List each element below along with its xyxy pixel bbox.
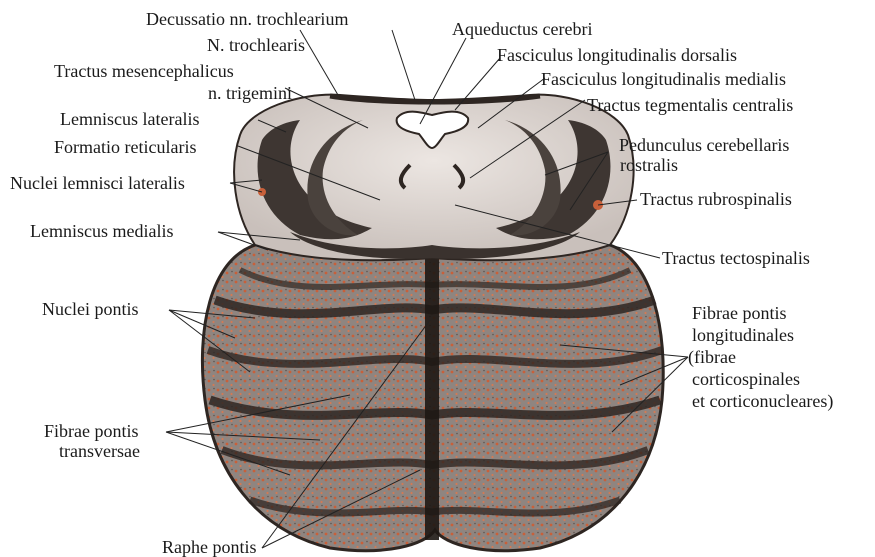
label-nuclei-lemnisci-lateralis: Nuclei lemnisci lateralis	[10, 174, 185, 192]
label-tractus-mesencephalicus: Tractus mesencephalicus	[54, 62, 234, 80]
label-formatio-reticularis: Formatio reticularis	[54, 138, 196, 156]
label-aqueductus-cerebri: Aqueductus cerebri	[452, 20, 592, 38]
label-pedunculus-cerebellaris: Pedunculus cerebellaris	[619, 136, 789, 154]
label-fibrae-pontis-longitudinales-3: (fibrae	[688, 348, 736, 366]
label-fasciculus-longitudinalis-medialis: Fasciculus longitudinalis medialis	[541, 70, 786, 88]
label-n-trigemini: n. trigemini	[208, 84, 292, 102]
label-tractus-tegmentalis-centralis: Tractus tegmentalis centralis	[587, 96, 793, 114]
label-fibrae-pontis-longitudinales-1: Fibrae pontis	[692, 304, 787, 322]
label-fasciculus-longitudinalis-dorsalis: Fasciculus longitudinalis dorsalis	[497, 46, 737, 64]
label-fibrae-pontis-longitudinales-5: et corticonucleares)	[692, 392, 833, 410]
label-lemniscus-lateralis: Lemniscus lateralis	[60, 110, 199, 128]
label-tractus-tectospinalis: Tractus tectospinalis	[662, 249, 810, 267]
label-fibrae-pontis-longitudinales-4: corticospinales	[692, 370, 800, 388]
label-decussatio-nn-trochlearium: Decussatio nn. trochlearium	[146, 10, 348, 28]
label-raphe-pontis: Raphe pontis	[162, 538, 257, 556]
label-tractus-rubrospinalis: Tractus rubrospinalis	[640, 190, 792, 208]
basilar-pons	[202, 240, 663, 551]
label-lemniscus-medialis: Lemniscus medialis	[30, 222, 173, 240]
label-nuclei-pontis: Nuclei pontis	[42, 300, 139, 318]
label-n-trochlearis: N. trochlearis	[207, 36, 305, 54]
label-fibrae-pontis-transversae-1: Fibrae pontis	[44, 422, 139, 440]
label-rostralis: rostralis	[620, 156, 678, 174]
label-fibrae-pontis-transversae-2: transversae	[59, 442, 140, 460]
label-fibrae-pontis-longitudinales-2: longitudinales	[692, 326, 794, 344]
